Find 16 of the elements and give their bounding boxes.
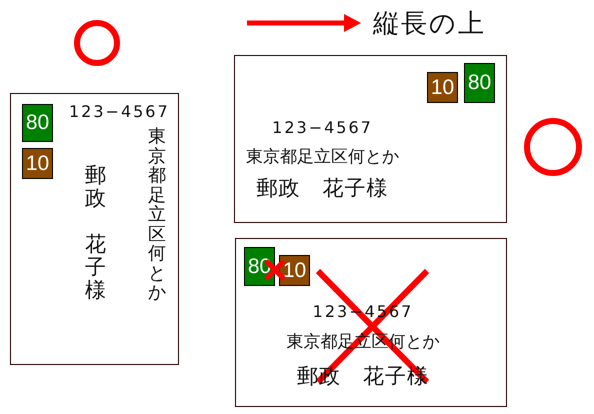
heading-label: 縦長の上 <box>373 8 486 41</box>
recipient-name: 郵政 花子様 <box>256 177 390 200</box>
envelope-card <box>235 238 507 407</box>
recipient-name: 花子様 <box>84 233 107 302</box>
postal-code: 123−4567 <box>69 102 170 121</box>
envelope-card <box>10 93 179 365</box>
stamp: 80 <box>22 104 53 142</box>
address-text: 東京都足立区何とか <box>245 148 400 167</box>
recipient-name: 郵政 <box>84 164 107 210</box>
postal-code: 123−4567 <box>271 119 374 137</box>
stamp: 80 <box>464 63 495 103</box>
envelope-card <box>234 55 507 223</box>
stamp: 10 <box>427 72 458 103</box>
stamp: 10 <box>279 255 310 286</box>
address-text: 東京都足立区何とか <box>147 127 167 302</box>
stamp: 10 <box>22 148 53 179</box>
